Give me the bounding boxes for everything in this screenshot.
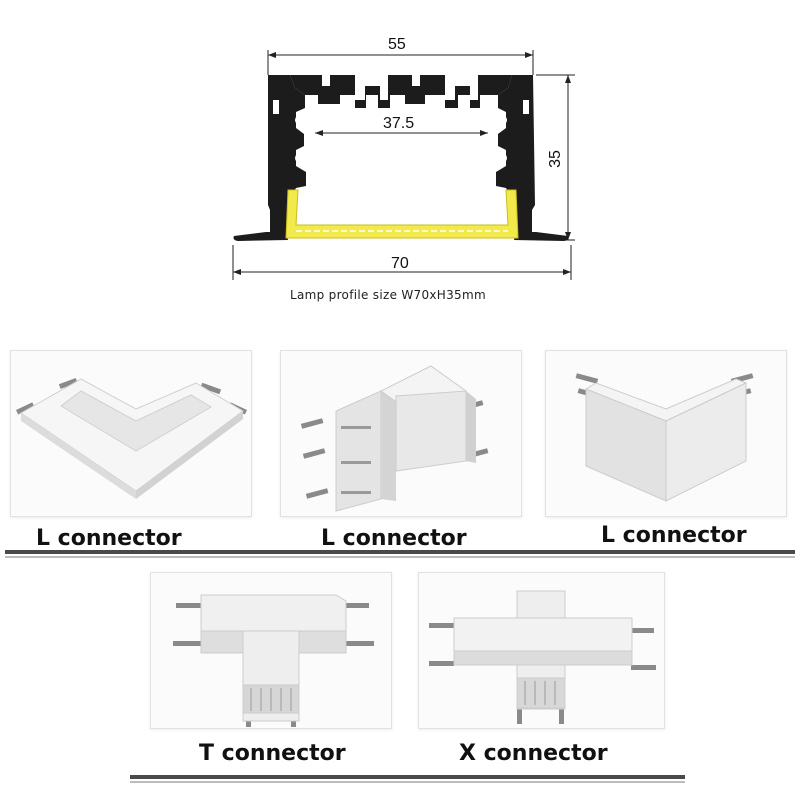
- t-connector-image: [173, 594, 374, 727]
- connector-label-x: X connector: [459, 741, 608, 766]
- profile-caption: Lamp profile size W70xH35mm: [290, 288, 486, 302]
- divider-row2: [130, 775, 685, 779]
- connector-card-x: X connector: [418, 572, 665, 766]
- connector-card-l3: L connector: [545, 350, 787, 548]
- divider-row1: [5, 550, 795, 554]
- dimension-bottom: 70: [391, 255, 409, 272]
- profile-cutouts: [273, 100, 529, 163]
- connector-label-t: T connector: [199, 741, 346, 766]
- dimension-top: 55: [388, 36, 406, 53]
- x-connector-image: [429, 590, 656, 724]
- divider-row2-shadow: [130, 781, 685, 783]
- connector-card-t: T connector: [150, 572, 392, 766]
- l-connector-box-image: [575, 373, 754, 502]
- dimension-inner: 37.5: [383, 115, 415, 132]
- profile-body: [233, 75, 569, 241]
- connector-label-l2: L connector: [321, 526, 467, 551]
- connector-label-l3: L connector: [601, 523, 747, 548]
- connector-label-l1: L connector: [36, 526, 182, 551]
- diffuser-strip: [285, 189, 519, 239]
- connector-card-l1: L connector: [10, 350, 252, 551]
- divider-row1-shadow: [5, 556, 795, 558]
- dimension-height: 35: [546, 150, 564, 168]
- profile-drawing: [232, 50, 575, 280]
- connector-card-l2: L connector: [280, 350, 522, 551]
- dimension-lines: [232, 50, 575, 280]
- l-connector-flat-image: [15, 378, 248, 499]
- profile-diagram: 55 37.5 35 70 Lamp profile size W70xH35m…: [0, 0, 800, 310]
- l-connector-vertical-image: [300, 365, 489, 512]
